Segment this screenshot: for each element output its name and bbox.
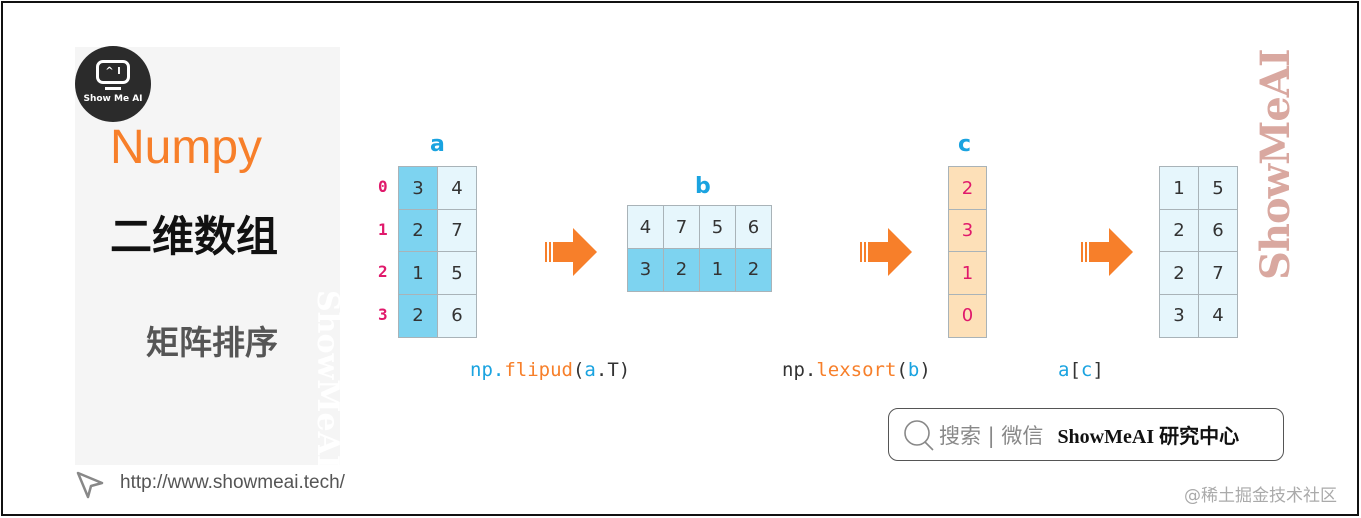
row-index: 0 bbox=[378, 177, 388, 196]
np: np. bbox=[470, 359, 505, 381]
array-a-cell: 3 bbox=[398, 166, 438, 210]
paren: ) bbox=[618, 359, 631, 381]
array-c-cell: 1 bbox=[948, 251, 987, 295]
subtitle: 二维数组 bbox=[110, 212, 279, 261]
result-cell: 6 bbox=[1198, 208, 1238, 253]
logo-text: Show Me AI bbox=[83, 94, 143, 104]
array-b-label: b bbox=[695, 174, 711, 199]
arg: c bbox=[1080, 359, 1093, 381]
arrow-right-icon bbox=[1081, 228, 1133, 276]
array-c-cell: 3 bbox=[948, 208, 987, 253]
array-b-cell: 7 bbox=[663, 205, 700, 249]
arg: a bbox=[584, 359, 596, 381]
arrow-right-icon bbox=[860, 228, 912, 276]
topic: 矩阵排序 bbox=[146, 323, 278, 362]
bracket: [ bbox=[1069, 359, 1081, 381]
array-c-cell: 0 bbox=[948, 293, 987, 338]
cursor-icon bbox=[76, 471, 104, 499]
bracket: ] bbox=[1092, 359, 1104, 381]
result-cell: 7 bbox=[1198, 251, 1238, 295]
result-cell: 4 bbox=[1198, 293, 1238, 338]
result-cell: 2 bbox=[1159, 251, 1199, 295]
search-box[interactable]: 搜索 | 微信 ShowMeAI 研究中心 bbox=[888, 408, 1284, 461]
logo-stand bbox=[105, 87, 121, 90]
robot-screen-icon: ^ I bbox=[96, 60, 130, 84]
paren: ) bbox=[919, 359, 931, 381]
caption-flipud: np.flipud(a.T) bbox=[470, 359, 630, 381]
caption-index: a[c] bbox=[1058, 359, 1104, 381]
panel-watermark: ShowMeAI bbox=[310, 290, 345, 469]
result-cell: 2 bbox=[1159, 208, 1199, 253]
search-icon bbox=[904, 419, 934, 451]
array-c-cell: 2 bbox=[948, 166, 987, 210]
arrow-right-icon bbox=[545, 228, 597, 276]
footer-watermark: @稀土掘金技术社区 bbox=[1184, 486, 1337, 506]
url-link[interactable]: http://www.showmeai.tech/ bbox=[120, 472, 345, 493]
array-a-cell: 5 bbox=[437, 251, 477, 295]
array-a-cell: 2 bbox=[398, 208, 438, 253]
fn: flipud bbox=[504, 359, 573, 381]
result-cell: 3 bbox=[1159, 293, 1199, 338]
array-a-cell: 6 bbox=[437, 293, 477, 338]
vertical-watermark: ShowMeAI bbox=[1252, 49, 1299, 280]
array-a-cell: 1 bbox=[398, 251, 438, 295]
row-index: 3 bbox=[378, 304, 388, 324]
array-c-label: c bbox=[958, 132, 972, 157]
array-b-cell: 1 bbox=[699, 247, 736, 292]
array-b-cell: 2 bbox=[735, 247, 772, 292]
array-b-cell: 6 bbox=[735, 205, 772, 249]
fn: lexsort bbox=[816, 359, 897, 381]
paren: ( bbox=[572, 359, 585, 381]
arr: a bbox=[1058, 359, 1070, 381]
transpose: .T bbox=[595, 359, 619, 381]
caption-lexsort: np.lexsort(b) bbox=[782, 359, 931, 381]
search-brand: ShowMeAI 研究中心 bbox=[1057, 426, 1240, 448]
result-cell: 1 bbox=[1159, 166, 1199, 210]
arg: b bbox=[907, 359, 920, 381]
array-a-cell: 2 bbox=[398, 293, 438, 338]
row-index: 1 bbox=[378, 219, 388, 239]
search-hint: 搜索 | 微信 bbox=[939, 423, 1044, 448]
array-a-cell: 7 bbox=[437, 208, 477, 253]
array-b-cell: 4 bbox=[627, 205, 664, 249]
paren: ( bbox=[896, 359, 908, 381]
array-b-cell: 5 bbox=[699, 205, 736, 249]
array-b-cell: 3 bbox=[627, 247, 664, 292]
row-index: 2 bbox=[378, 262, 388, 281]
title: Numpy bbox=[110, 121, 263, 174]
showmeai-logo: ^ I Show Me AI bbox=[75, 46, 151, 122]
array-a-label: a bbox=[430, 132, 445, 157]
result-cell: 5 bbox=[1198, 166, 1238, 210]
array-a-cell: 4 bbox=[437, 166, 477, 210]
array-b-cell: 2 bbox=[663, 247, 700, 292]
np: np. bbox=[782, 359, 817, 381]
